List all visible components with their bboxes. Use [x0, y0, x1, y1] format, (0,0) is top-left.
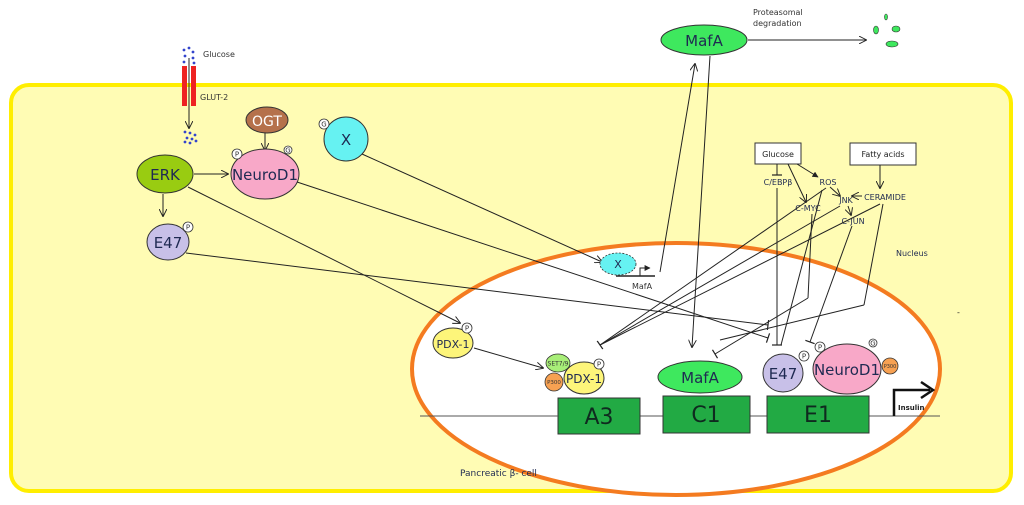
ogt-label: OGT [252, 114, 282, 130]
ogt-node [245, 106, 289, 134]
pdx1-bound-node [563, 361, 605, 395]
set79-label: SET7/9 [548, 361, 569, 368]
a3-label: A3 [584, 405, 613, 430]
cebpb-label: C/EBPβ [764, 178, 793, 187]
pdx1-nuclear-node [432, 327, 474, 359]
ceramide-label: CERAMIDE [864, 193, 906, 202]
svg-text:G: G [870, 340, 875, 348]
mafa-cytoplasmic-label: MafA [685, 32, 723, 50]
p300-a-label: P300 [547, 380, 561, 386]
mafa-export-edge [659, 64, 695, 273]
p300-a-node [544, 372, 564, 392]
neurod1-bound-node [812, 343, 882, 395]
mafa-bound-node [657, 360, 743, 394]
degradation-label-2: degradation [753, 19, 802, 28]
mafa-import-edge [692, 55, 711, 347]
svg-text:-: - [957, 308, 960, 317]
phospho-mod-pdx1 [461, 322, 473, 334]
mafa-bound-label: MafA [681, 369, 719, 387]
p300-b-label: P300 [884, 364, 897, 370]
neurod1-bound-label: NeuroD1 [814, 361, 880, 379]
x-to-nucleus-edge [361, 153, 602, 262]
svg-text:G: G [321, 121, 326, 129]
nucleus-label: Nucleus [896, 249, 928, 258]
x-protein-node [323, 116, 369, 162]
pdx1-bound-label: PDX-1 [566, 372, 602, 386]
set79-node [545, 353, 571, 373]
glucose-box [754, 142, 802, 165]
phospho-mod-e47 [182, 221, 194, 233]
e47-bound-label: E47 [769, 365, 798, 383]
svg-text:P: P [597, 361, 601, 369]
fatty-acids-box-label: Fatty acids [861, 150, 904, 159]
jnk-label: JNK [838, 196, 853, 205]
erk-node [136, 154, 194, 194]
degraded-fragments [873, 13, 901, 48]
e47-cytoplasmic-label: E47 [154, 234, 183, 252]
p300-b-node [881, 357, 899, 375]
neurod1-edge [296, 181, 771, 343]
pdx1-nuclear-label: PDX-1 [436, 338, 469, 351]
glyco-mod-neurod1-bound [868, 338, 878, 348]
mafa-cytoplasmic-node [660, 24, 748, 56]
insulin-tss-arrow [892, 380, 936, 416]
x-protein-label: X [341, 131, 351, 149]
svg-text:P: P [235, 151, 239, 159]
glut2-label: GLUT-2 [200, 93, 228, 102]
svg-text:P: P [818, 344, 822, 352]
cjun-label: C-JUN [841, 217, 864, 226]
glucose-molecules-outside [182, 46, 196, 65]
mafa-gene-label: MafA [632, 282, 653, 291]
neurod1-cytoplasmic-node [230, 148, 300, 200]
glut2-transporter [182, 58, 196, 128]
svg-text:P: P [465, 325, 469, 333]
c1-label: C1 [691, 403, 720, 428]
a3-element [557, 397, 641, 435]
glucose-box-label: Glucose [762, 150, 794, 159]
cmyc-label: C-MYC [795, 204, 821, 213]
phospho-mod-neurod1 [231, 148, 243, 160]
svg-text:G: G [285, 147, 290, 155]
degradation-label-1: Proteasomal [753, 8, 803, 17]
e1-label: E1 [804, 403, 832, 428]
glyco-mod-x [318, 118, 330, 130]
e47-bound-node [762, 353, 804, 393]
cell-label: Pancreatic β- cell [460, 469, 537, 479]
glucose-label: Glucose [203, 50, 235, 59]
e47-edge [185, 252, 770, 331]
erk-to-pdx1-edge [187, 186, 460, 323]
ros-label: ROS [820, 178, 837, 187]
svg-text:P: P [186, 224, 190, 232]
glucose-molecules-inside [183, 130, 198, 145]
glyco-mod-neurod1 [283, 145, 293, 155]
e1-element [766, 395, 870, 434]
neurod1-cytoplasmic-label: NeuroD1 [232, 166, 298, 184]
phospho-mod-neurod1-bound [814, 341, 826, 353]
x-nuclear-node [599, 252, 637, 276]
svg-text:P: P [802, 353, 806, 361]
phospho-mod-e47-bound [798, 350, 810, 362]
erk-label: ERK [150, 166, 181, 184]
phospho-mod-pdx1-bound [593, 358, 605, 370]
fatty-acids-box [849, 142, 917, 166]
e47-cytoplasmic-node [146, 223, 190, 261]
insulin-label: Insulin [898, 404, 925, 412]
x-nuclear-label: X [614, 258, 622, 271]
c1-element [662, 395, 751, 434]
